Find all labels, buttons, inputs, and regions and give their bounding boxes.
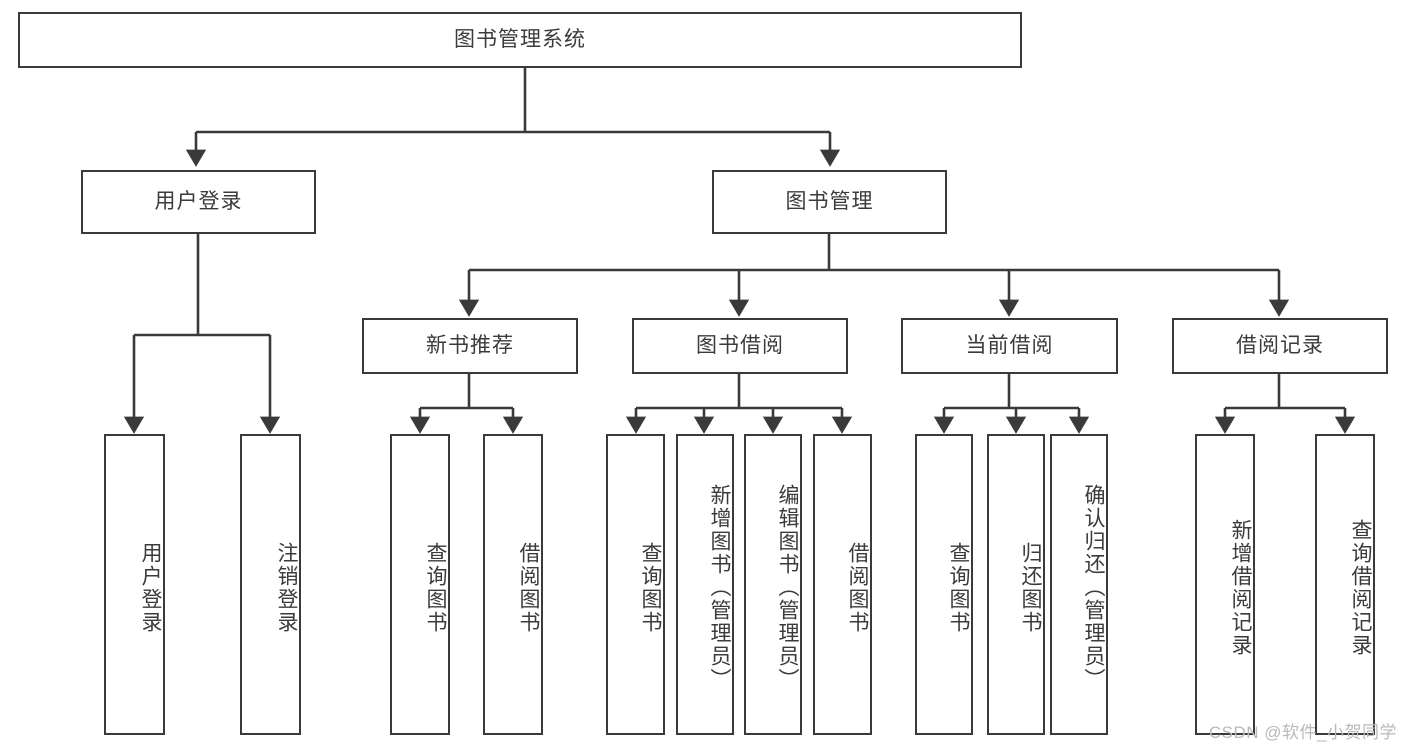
- node-book-manage[interactable]: 图书管理: [712, 170, 947, 234]
- node-user-login[interactable]: 用户登录: [81, 170, 316, 234]
- leaf-borrow-book-2[interactable]: 借阅图书: [813, 434, 872, 735]
- node-borrow-record[interactable]: 借阅记录: [1172, 318, 1388, 374]
- leaf-query-book-1[interactable]: 查询图书: [390, 434, 450, 735]
- edge-group-book-borrow: [625, 373, 853, 434]
- node-user-login-label: 用户登录: [154, 190, 243, 214]
- edge-group-root: [185, 67, 841, 167]
- node-current-borrow[interactable]: 当前借阅: [901, 318, 1118, 374]
- node-new-book-recommend[interactable]: 新书推荐: [362, 318, 578, 374]
- leaf-borrow-book-2-label: 借阅图书: [846, 541, 869, 634]
- leaf-user-login-label: 用户登录: [139, 541, 162, 634]
- node-root[interactable]: 图书管理系统: [18, 12, 1022, 68]
- leaf-query-book-2-label: 查询图书: [639, 541, 662, 634]
- leaf-return-book-label: 归还图书: [1019, 541, 1042, 634]
- leaf-query-book-1-label: 查询图书: [424, 541, 447, 634]
- leaf-add-book[interactable]: 新增图书（管理员）: [676, 434, 734, 735]
- leaf-query-book-2[interactable]: 查询图书: [606, 434, 665, 735]
- edge-group-new-book-rec: [409, 373, 524, 434]
- leaf-return-book[interactable]: 归还图书: [987, 434, 1045, 735]
- leaf-query-borrow-record-label: 查询借阅记录: [1349, 518, 1372, 657]
- node-current-borrow-label: 当前借阅: [965, 334, 1054, 358]
- leaf-borrow-book-1-label: 借阅图书: [517, 541, 540, 634]
- node-book-borrow-label: 图书借阅: [696, 334, 784, 358]
- leaf-add-book-label: 新增图书（管理员）: [708, 484, 731, 691]
- leaf-query-borrow-record[interactable]: 查询借阅记录: [1315, 434, 1375, 735]
- leaf-logout[interactable]: 注销登录: [240, 434, 301, 735]
- edge-group-user-login: [123, 233, 281, 434]
- leaf-add-borrow-record[interactable]: 新增借阅记录: [1195, 434, 1255, 735]
- leaf-query-book-3-label: 查询图书: [947, 541, 970, 634]
- node-root-label: 图书管理系统: [454, 28, 586, 52]
- leaf-user-login[interactable]: 用户登录: [104, 434, 165, 735]
- watermark: CSDN @软件_小贺同学: [1208, 723, 1397, 742]
- leaf-confirm-return-label: 确认归还（管理员）: [1082, 484, 1105, 691]
- leaf-confirm-return[interactable]: 确认归还（管理员）: [1050, 434, 1108, 735]
- leaf-add-borrow-record-label: 新增借阅记录: [1229, 518, 1252, 657]
- edge-group-book-manage: [458, 233, 1290, 317]
- edge-group-borrow-record: [1214, 373, 1356, 434]
- node-new-book-recommend-label: 新书推荐: [426, 334, 514, 358]
- leaf-logout-label: 注销登录: [275, 541, 298, 634]
- node-book-manage-label: 图书管理: [785, 190, 874, 214]
- leaf-edit-book-label: 编辑图书（管理员）: [776, 484, 799, 691]
- leaf-query-book-3[interactable]: 查询图书: [915, 434, 973, 735]
- node-book-borrow[interactable]: 图书借阅: [632, 318, 848, 374]
- edge-group-current-borrow: [933, 373, 1090, 434]
- leaf-borrow-book-1[interactable]: 借阅图书: [483, 434, 543, 735]
- node-borrow-record-label: 借阅记录: [1236, 334, 1324, 358]
- leaf-edit-book[interactable]: 编辑图书（管理员）: [744, 434, 802, 735]
